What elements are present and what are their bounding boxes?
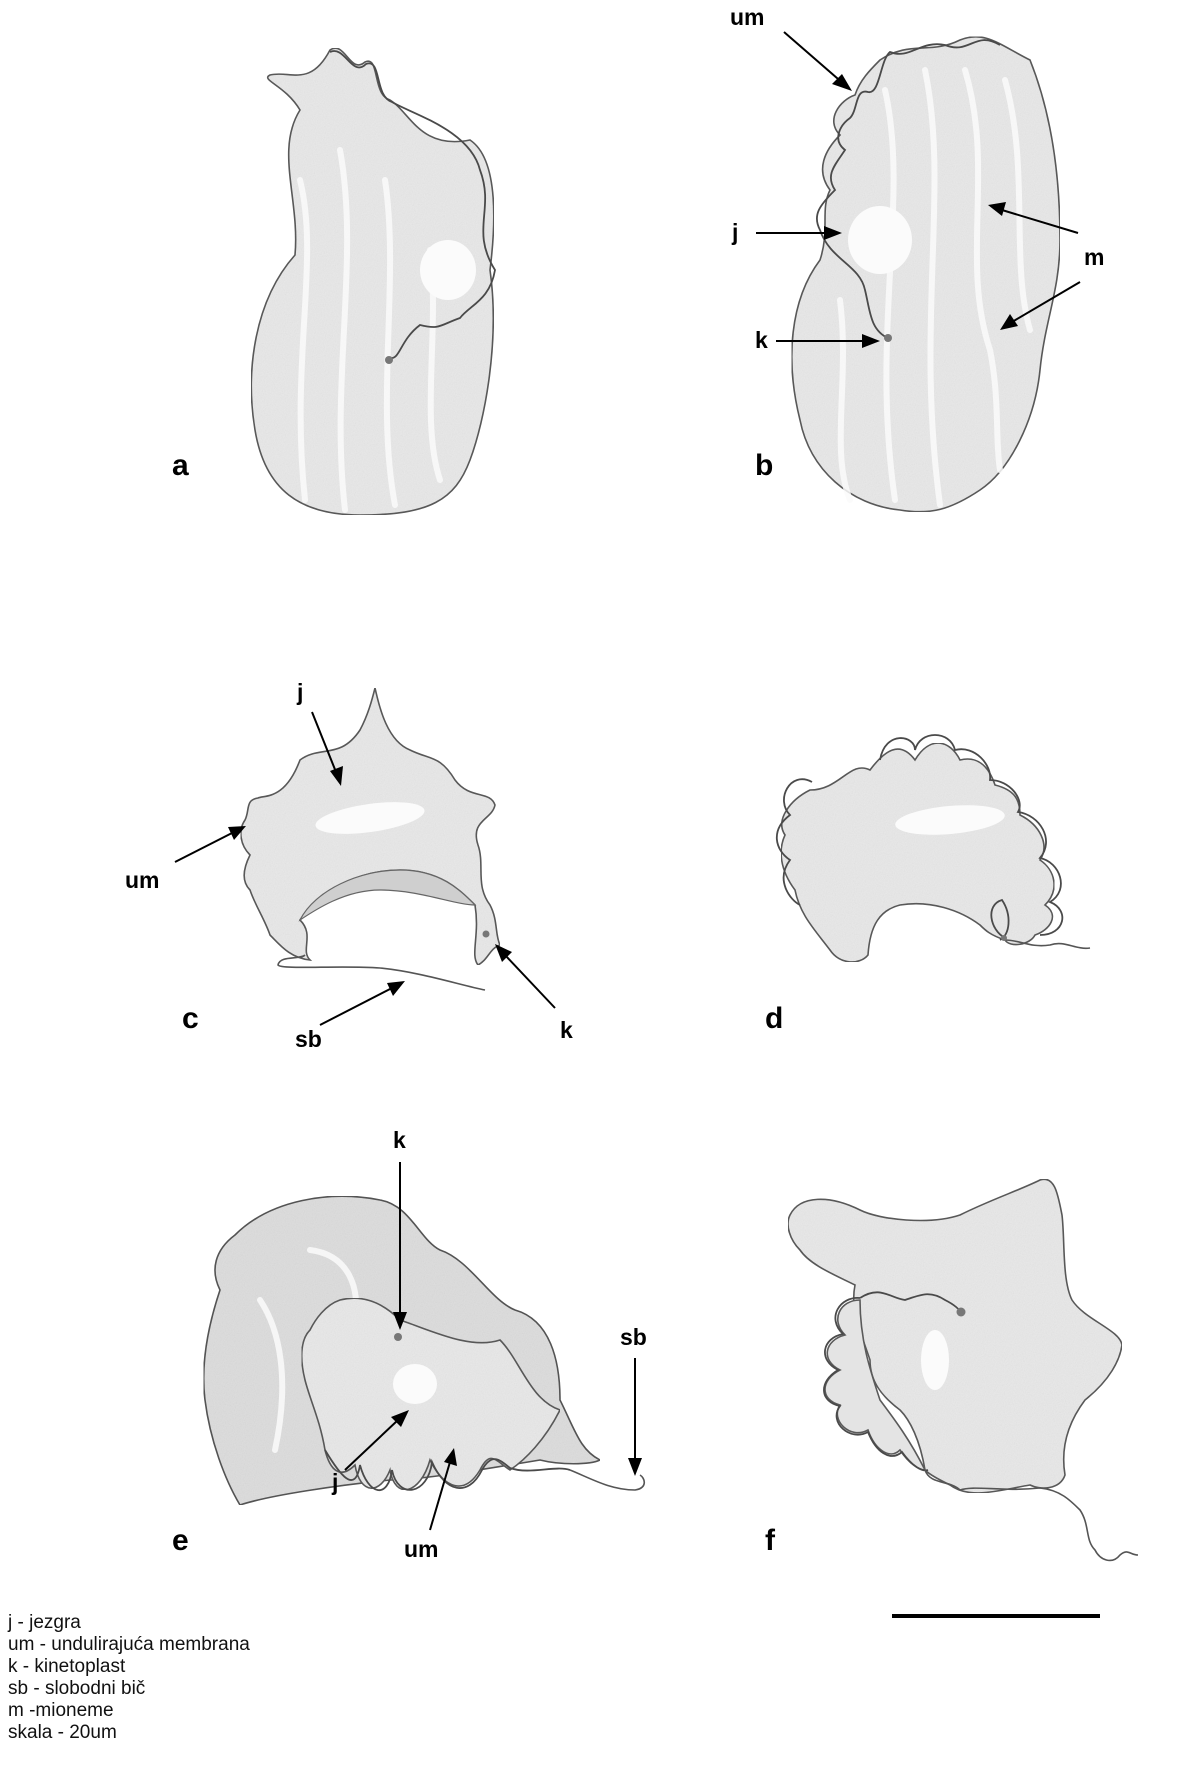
svg-text:k: k bbox=[560, 1017, 573, 1043]
annotation-sb-e: sb bbox=[620, 1324, 647, 1476]
legend-item-um: um - undulirajuća membrana bbox=[8, 1634, 250, 1656]
svg-text:um: um bbox=[404, 1536, 439, 1562]
panel-label-e: e bbox=[172, 1524, 189, 1557]
panel-c-cell bbox=[241, 688, 500, 990]
panel-label-f: f bbox=[765, 1524, 776, 1557]
svg-text:m: m bbox=[1084, 244, 1104, 270]
panel-label-a: a bbox=[172, 449, 189, 482]
annotation-sb-c: sb bbox=[295, 981, 405, 1052]
svg-text:k: k bbox=[393, 1127, 406, 1153]
annotation-um-b: um bbox=[730, 4, 852, 91]
legend-item-scale: skala - 20um bbox=[8, 1722, 250, 1744]
annotation-um-c: um bbox=[125, 826, 246, 893]
legend: j - jezgra um - undulirajuća membrana k … bbox=[8, 1612, 250, 1744]
panel-label-b: b bbox=[755, 449, 773, 482]
svg-text:j: j bbox=[731, 219, 738, 245]
svg-text:um: um bbox=[730, 4, 765, 30]
panel-a-cell bbox=[251, 48, 495, 515]
svg-text:j: j bbox=[296, 679, 303, 705]
panel-e-cell bbox=[204, 1196, 645, 1505]
svg-text:sb: sb bbox=[295, 1026, 322, 1052]
panel-label-d: d bbox=[765, 1002, 783, 1035]
panel-label-c: c bbox=[182, 1002, 199, 1035]
svg-text:sb: sb bbox=[620, 1324, 647, 1350]
panel-b-cell bbox=[792, 37, 1060, 512]
annotation-k-c: k bbox=[495, 944, 573, 1043]
svg-text:k: k bbox=[755, 327, 768, 353]
legend-item-m: m -mioneme bbox=[8, 1700, 250, 1722]
legend-item-sb: sb - slobodni bič bbox=[8, 1678, 250, 1700]
svg-text:um: um bbox=[125, 867, 160, 893]
scale-bar bbox=[892, 1614, 1100, 1618]
svg-text:j: j bbox=[331, 1469, 338, 1495]
panel-f-cell bbox=[788, 1179, 1138, 1560]
legend-item-j: j - jezgra bbox=[8, 1612, 250, 1634]
legend-item-k: k - kinetoplast bbox=[8, 1656, 250, 1678]
panel-d-cell bbox=[777, 735, 1090, 962]
